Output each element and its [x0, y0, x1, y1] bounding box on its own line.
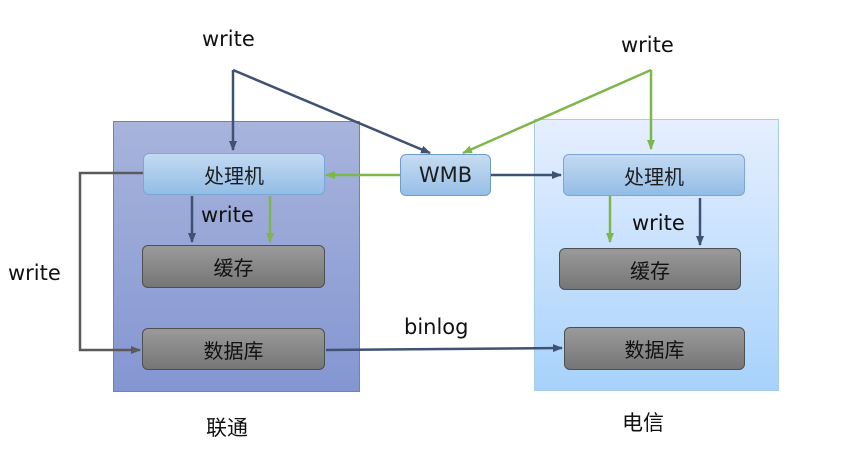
arrow-write-to-wmb-green [462, 68, 652, 155]
write-label-side-left: write [8, 261, 61, 285]
write-label-left-inner: write [201, 203, 254, 227]
left-processor-label: 处理机 [204, 163, 264, 188]
arrow-binlog [325, 344, 563, 353]
left-database-label: 数据库 [203, 338, 264, 363]
wmb-label: WMB [418, 163, 473, 187]
region-label-unicom: 联通 [206, 416, 248, 440]
write-label-top-right: write [621, 33, 674, 57]
right-processor-label: 处理机 [624, 164, 684, 189]
right-cache-label: 缓存 [630, 258, 670, 283]
right-database-label: 数据库 [624, 338, 685, 362]
binlog-label: binlog [404, 315, 469, 339]
left-database[interactable]: 数据库 [142, 328, 325, 370]
arrow-left-processor-to-database [78, 171, 143, 354]
region-label-telecom: 电信 [622, 411, 664, 435]
right-cache[interactable]: 缓存 [559, 248, 741, 290]
left-processor[interactable]: 处理机 [143, 153, 325, 195]
wmb-node[interactable]: WMB [400, 154, 491, 196]
left-cache-label: 缓存 [213, 256, 254, 280]
write-label-top-left: write [202, 27, 255, 51]
right-processor[interactable]: 处理机 [563, 154, 745, 196]
left-cache[interactable]: 缓存 [142, 245, 325, 288]
write-label-right-inner: write [632, 211, 685, 235]
right-database[interactable]: 数据库 [564, 327, 745, 370]
arrow-write-to-wmb-dark [232, 68, 431, 155]
